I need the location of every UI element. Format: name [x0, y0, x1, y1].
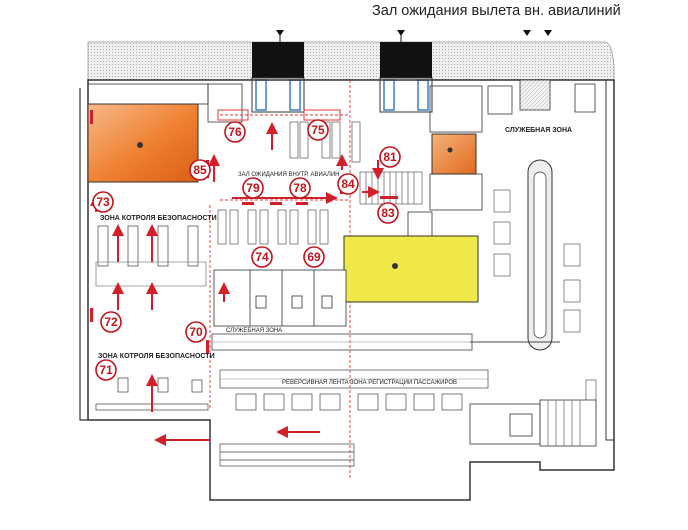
- markers: 76 75 85 81 79 78 84 73 83 74 69 72 70 7…: [92, 119, 401, 381]
- marker-84: 84: [337, 173, 359, 195]
- label-checkin-zone: ЗОНА РЕГИСТРАЦИИ ПАССАЖИРОВ: [350, 380, 457, 386]
- marker-71: 71: [95, 359, 117, 381]
- boarding-bridge-right: [379, 42, 433, 113]
- top-arrow-icon: [544, 30, 552, 36]
- svg-text:81: 81: [383, 150, 397, 164]
- orange-zone-right: [431, 133, 477, 175]
- svg-text:79: 79: [246, 181, 260, 195]
- label-security-zone-2: ЗОНА КОТРОЛЯ БЕЗОПАСНОСТИ: [98, 353, 215, 360]
- marker-85: 85: [189, 159, 211, 181]
- security-lanes-1: [95, 225, 207, 287]
- marker-74: 74: [251, 246, 273, 268]
- svg-text:84: 84: [341, 177, 355, 191]
- baggage-conveyor: [527, 159, 553, 351]
- marker-79: 79: [242, 177, 264, 199]
- restrooms: [213, 269, 347, 327]
- marker-75: 75: [307, 119, 329, 141]
- apron-band: [87, 41, 615, 81]
- label-service-zone-mid: СЛУЖЕБНАЯ ЗОНА: [226, 328, 282, 334]
- seating-rows: [217, 121, 361, 245]
- label-waiting-hall: ЗАЛ ОЖИДАНИЯ ВНУТР. АВИАЛИН: [238, 172, 340, 178]
- svg-text:78: 78: [293, 181, 307, 195]
- marker-69: 69: [303, 246, 325, 268]
- svg-text:85: 85: [193, 163, 207, 177]
- marker-78: 78: [289, 177, 311, 199]
- svg-text:75: 75: [311, 123, 325, 137]
- marker-83: 83: [377, 202, 399, 224]
- svg-text:72: 72: [104, 315, 118, 329]
- orange-zone-left: [87, 103, 199, 183]
- svg-text:83: 83: [381, 206, 395, 220]
- staircase: [359, 171, 423, 205]
- svg-text:69: 69: [307, 250, 321, 264]
- svg-text:74: 74: [255, 250, 269, 264]
- yellow-zone: [343, 235, 479, 303]
- marker-70: 70: [185, 321, 207, 343]
- marker-81: 81: [379, 146, 401, 168]
- svg-text:71: 71: [99, 363, 113, 377]
- security-lanes-2: [95, 377, 209, 411]
- marker-76: 76: [224, 121, 246, 143]
- checkin-counters: [219, 369, 489, 467]
- diagram-title: Зал ожидания вылета вн. авиалиний: [372, 3, 621, 19]
- boarding-bridge-left: [251, 42, 305, 113]
- svg-text:76: 76: [228, 125, 242, 139]
- label-service-zone-top: СЛУЖЕБНАЯ ЗОНА: [505, 127, 572, 134]
- label-reverse-belt: РЕВЕРСИВНАЯ ЛЕНТА: [282, 380, 349, 386]
- label-security-zone-1: ЗОНА КОТРОЛЯ БЕЗОПАСНОСТИ: [100, 215, 217, 222]
- svg-text:73: 73: [96, 195, 110, 209]
- marker-73: 73: [92, 191, 114, 213]
- marker-72: 72: [100, 311, 122, 333]
- svg-text:70: 70: [189, 325, 203, 339]
- top-arrow-icon: [523, 30, 531, 36]
